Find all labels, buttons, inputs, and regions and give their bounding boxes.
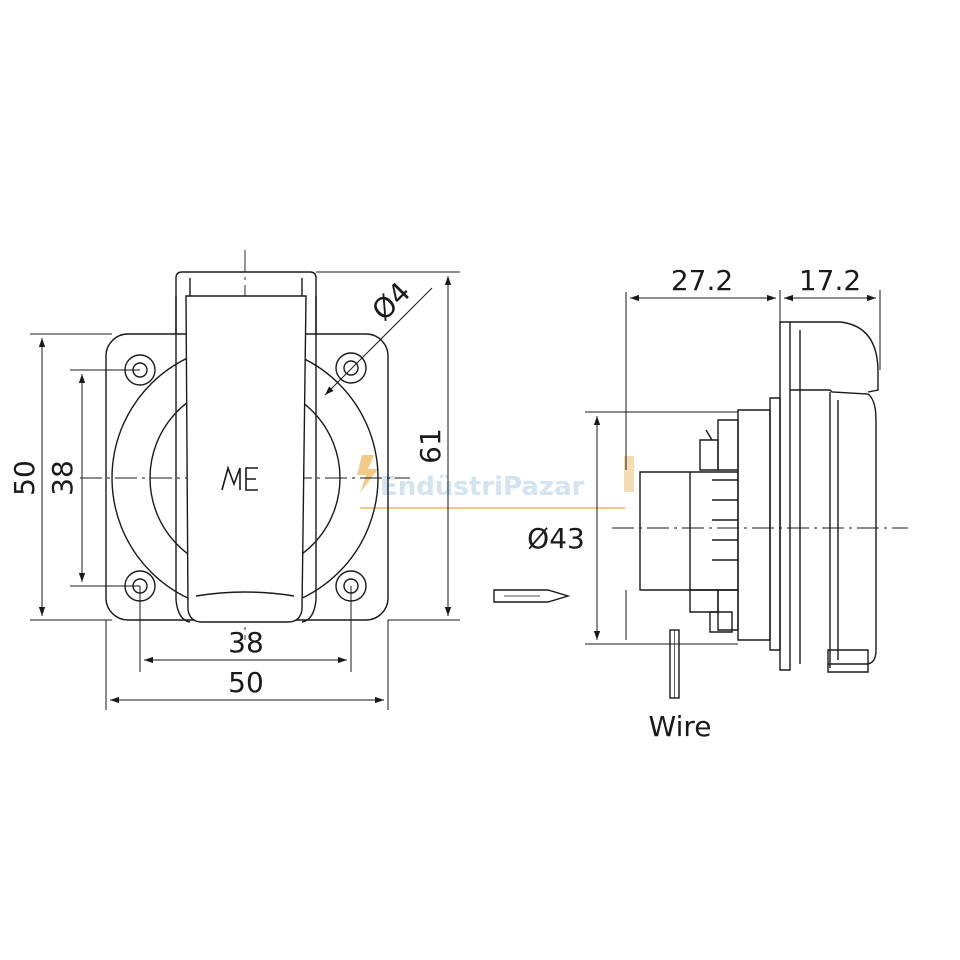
dim-width-inner: 38 <box>228 626 264 659</box>
terminal-bottom <box>689 589 719 613</box>
side-insert <box>639 471 739 591</box>
wire-label: Wire <box>649 710 712 743</box>
side-body <box>737 409 771 641</box>
watermark: EndüstriPazar <box>357 455 634 509</box>
me-logo-icon <box>221 465 258 491</box>
side-dimensions <box>585 290 881 645</box>
terminal-top <box>699 439 719 471</box>
side-view <box>493 292 908 699</box>
dim-height-inner: 38 <box>46 460 79 496</box>
dim-width-outer: 50 <box>228 666 264 699</box>
side-flange <box>779 321 791 671</box>
dim-depth-body: 27.2 <box>671 264 733 297</box>
front-view <box>80 250 410 640</box>
dim-height-outer: 50 <box>8 460 41 496</box>
plug-pin <box>493 589 571 603</box>
front-dimensions <box>30 271 460 710</box>
dim-diameter: Ø43 <box>527 522 585 555</box>
cover-hinge <box>175 271 317 334</box>
dim-hole-diameter: Ø4 <box>366 276 418 328</box>
dim-total-height: 61 <box>414 428 447 464</box>
lightning-icon <box>357 455 378 493</box>
screw-hole-tr <box>335 352 367 384</box>
dim-depth-flange: 17.2 <box>799 264 861 297</box>
side-cover-top <box>790 321 879 393</box>
hinged-cover <box>185 295 307 623</box>
watermark-text: EndüstriPazar <box>380 472 585 502</box>
